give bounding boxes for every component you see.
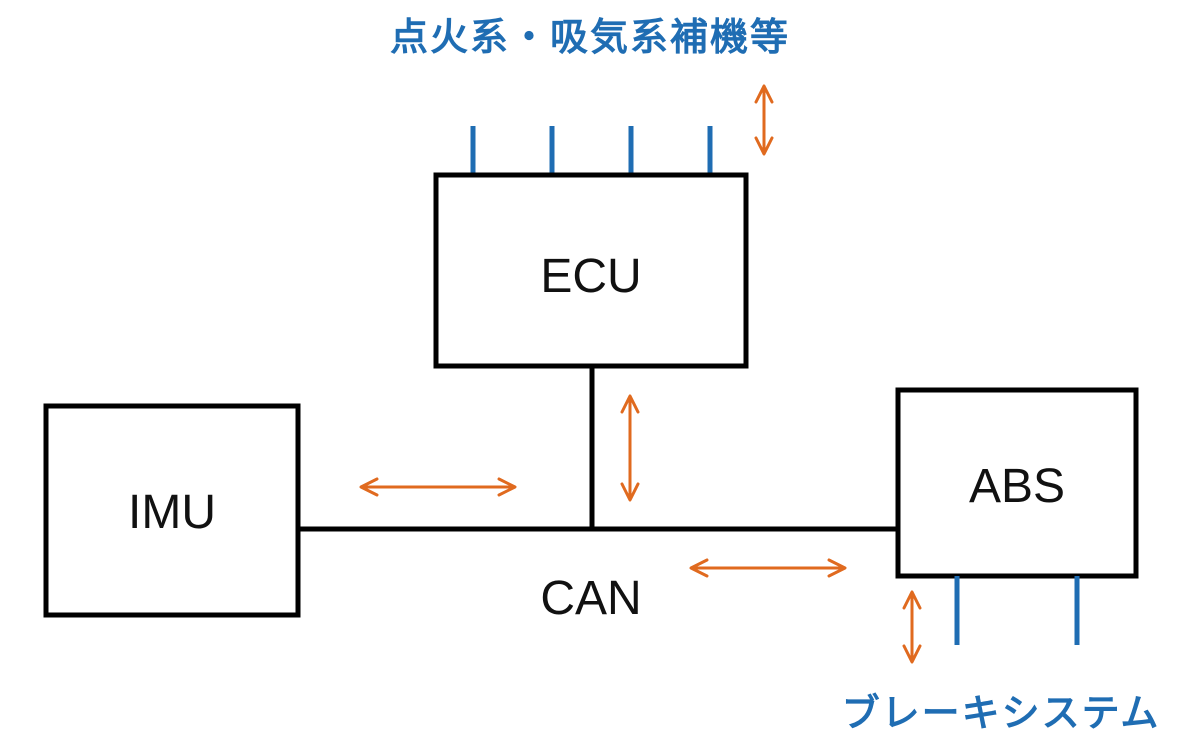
imu-box xyxy=(43,403,301,618)
ecu-label: ECU xyxy=(540,250,641,303)
abs-label: ABS xyxy=(969,460,1065,513)
brake-system-label: ブレーキシステム xyxy=(842,691,1161,735)
can-label: CAN xyxy=(540,572,641,625)
ecu-box xyxy=(433,172,749,369)
imu-label: IMU xyxy=(128,486,216,539)
engine-aux-label: 点火系・吸気系補機等 xyxy=(390,15,790,59)
abs-box xyxy=(895,387,1139,579)
